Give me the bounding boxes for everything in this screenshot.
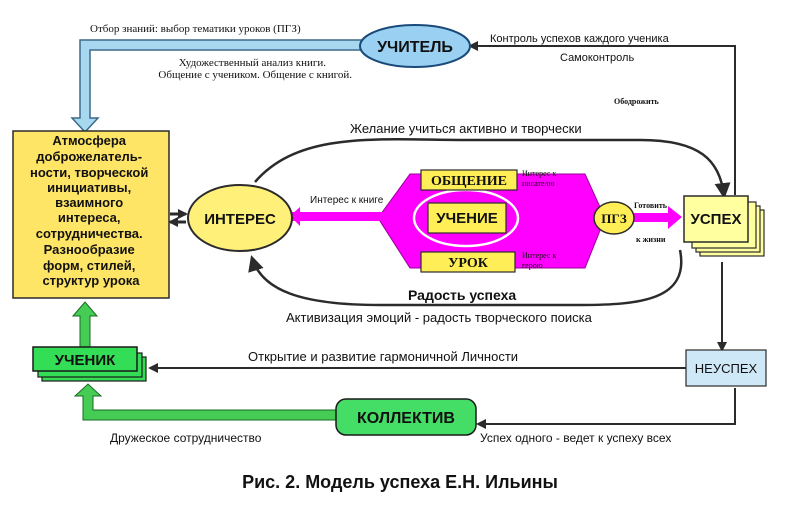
atmosphere-line: доброжелатель-: [36, 149, 142, 164]
loop-desire-arc: [254, 138, 731, 199]
friendly-label: Дружеское сотрудничество: [110, 431, 262, 445]
collective-node: [335, 398, 477, 436]
communication-label: ОБЩЕНИЕ: [431, 174, 507, 189]
interest-node: [187, 184, 293, 252]
atmosphere-text: Атмосфера доброжелатель- ности, творческ…: [30, 133, 152, 288]
success-control-label: Контроль успехов каждого ученика: [490, 33, 670, 45]
encourage-label: Ободрожить: [614, 97, 660, 106]
failure-node: [685, 349, 767, 387]
atmosphere-line: интереса,: [58, 210, 121, 225]
interest-hero-line: герою: [522, 261, 543, 270]
personality-label: Открытие и развитие гармоничной Личности: [248, 349, 518, 364]
communication-types-label: Общение с учеником. Общение с книгой.: [158, 69, 352, 81]
one-success-label: Успех одного - ведет к успеху всех: [480, 431, 671, 445]
student-label: УЧЕНИК: [55, 352, 116, 369]
activation-label: Активизация эмоций - радость творческого…: [286, 310, 593, 325]
failure-to-collective-line: [476, 388, 736, 429]
loop-joy-arc: [248, 249, 683, 307]
pgz-node: [593, 201, 635, 235]
interest-writer-line: Интерес к: [522, 169, 556, 178]
teacher-node: [359, 24, 471, 68]
success-label: УСПЕХ: [691, 211, 742, 228]
interest-hero-line: Интерес к: [522, 251, 556, 260]
figure-caption: Рис. 2. Модель успеха Е.Н. Ильины: [242, 472, 558, 492]
desire-label: Желание учиться активно и творчески: [350, 121, 582, 136]
atmosphere-line: ности, творческой: [30, 165, 148, 180]
collective-to-student-arrow: [73, 383, 337, 421]
teacher-label: УЧИТЕЛЬ: [377, 39, 453, 56]
student-to-atmosphere-arrow: [71, 301, 99, 349]
atmosphere-line: сотрудничества.: [36, 226, 143, 241]
learning-node: [427, 202, 507, 234]
student-node: [32, 346, 138, 372]
atmosphere-node: [12, 130, 170, 299]
atmosphere-line: взаимного: [55, 195, 123, 210]
to-life-label: к жизни: [636, 235, 666, 244]
pgz-to-success-arrow: [632, 213, 672, 222]
collective-label: КОЛЛЕКТИВ: [357, 410, 455, 427]
failure-label: НЕУСПЕХ: [695, 361, 758, 376]
interest-label: ИНТЕРЕС: [204, 211, 276, 228]
atmosphere-line: форм, стилей,: [43, 258, 135, 273]
success-node: [683, 195, 749, 243]
teacher-to-atmosphere-arrow: [70, 39, 363, 134]
atmosphere-line: Атмосфера: [52, 133, 126, 148]
learning-label: УЧЕНИЕ: [436, 210, 498, 227]
interest-book-label: Интерес к книге: [310, 195, 384, 206]
atmosphere-line: структур урока: [42, 273, 140, 288]
joy-label: Радость успеха: [408, 287, 516, 303]
interest-hero-label: Интерес к герою: [522, 251, 558, 270]
lesson-node: [420, 251, 516, 273]
success-to-teacher-line: [468, 41, 736, 195]
atmosphere-line: Разнообразие: [44, 242, 135, 257]
prepare-label: Готовить: [634, 201, 668, 210]
interest-writer-line: писателю: [522, 179, 555, 188]
magenta-line-to-interest: [292, 212, 417, 221]
interest-writer-label: Интерес к писателю: [522, 169, 558, 188]
self-control-label: Самоконтроль: [560, 52, 634, 64]
pgz-label: ПГЗ: [601, 211, 627, 226]
lesson-label: УРОК: [448, 256, 489, 271]
atmosphere-line: инициативы,: [47, 180, 131, 195]
knowledge-selection-label: Отбор знаний: выбор тематики уроков (ПГЗ…: [90, 23, 301, 35]
communication-node: [420, 169, 518, 191]
book-analysis-label: Художественный анализ книги.: [179, 57, 326, 69]
